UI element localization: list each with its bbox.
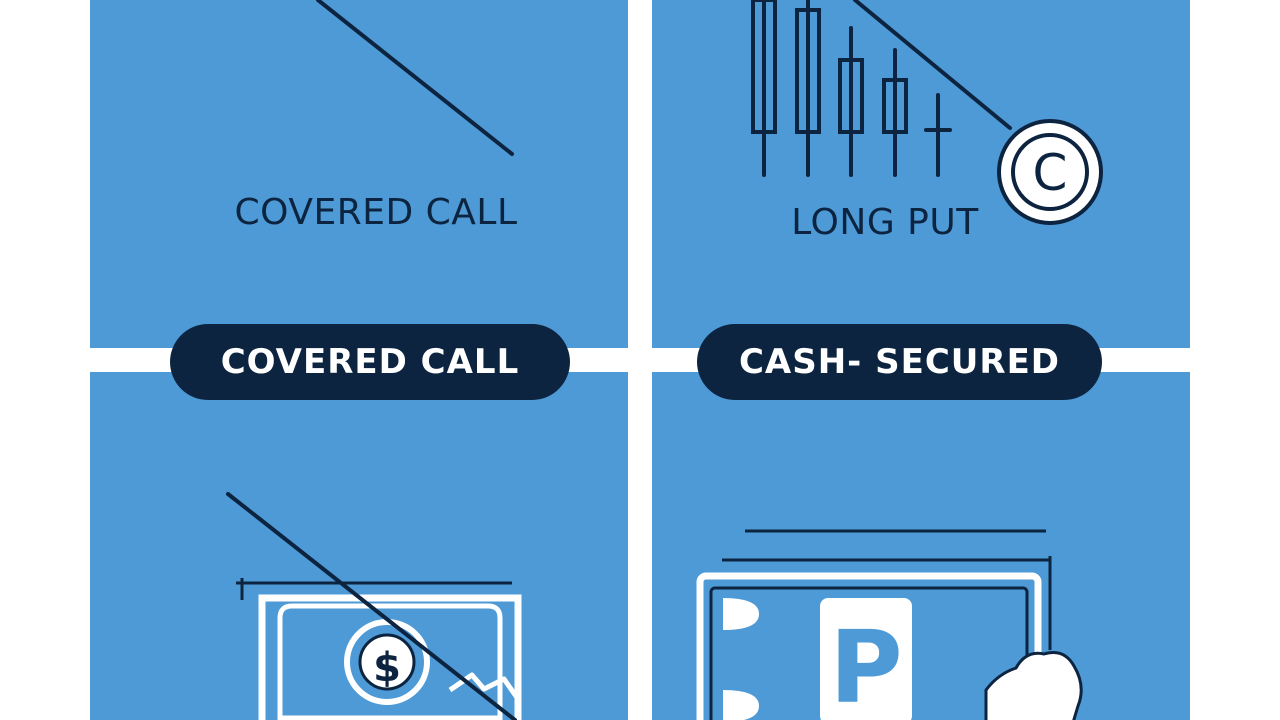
- coin-symbol: C: [1033, 144, 1068, 202]
- long-put-caption: LONG PUT: [791, 202, 979, 243]
- covered-call-label: COVERED CALL: [170, 324, 570, 400]
- cash-secured-label: CASH- SECURED: [697, 324, 1102, 400]
- diagonal-line-icon: [316, 0, 514, 156]
- covered-call-panel: [90, 0, 628, 348]
- parking-card-icon: P: [696, 529, 1083, 720]
- diagonal-slash-icon: [226, 492, 517, 720]
- candlestick-icon: [751, 0, 952, 177]
- parking-letter: P: [829, 609, 902, 720]
- cash-secured-panel: [652, 372, 1190, 720]
- dollar-symbol: $: [373, 645, 401, 691]
- trend-line-icon: [853, 0, 1012, 130]
- covered-call-caption: COVERED CALL: [234, 192, 518, 233]
- copyright-coin-icon: C: [997, 119, 1103, 225]
- banknote-icon: $: [236, 578, 522, 720]
